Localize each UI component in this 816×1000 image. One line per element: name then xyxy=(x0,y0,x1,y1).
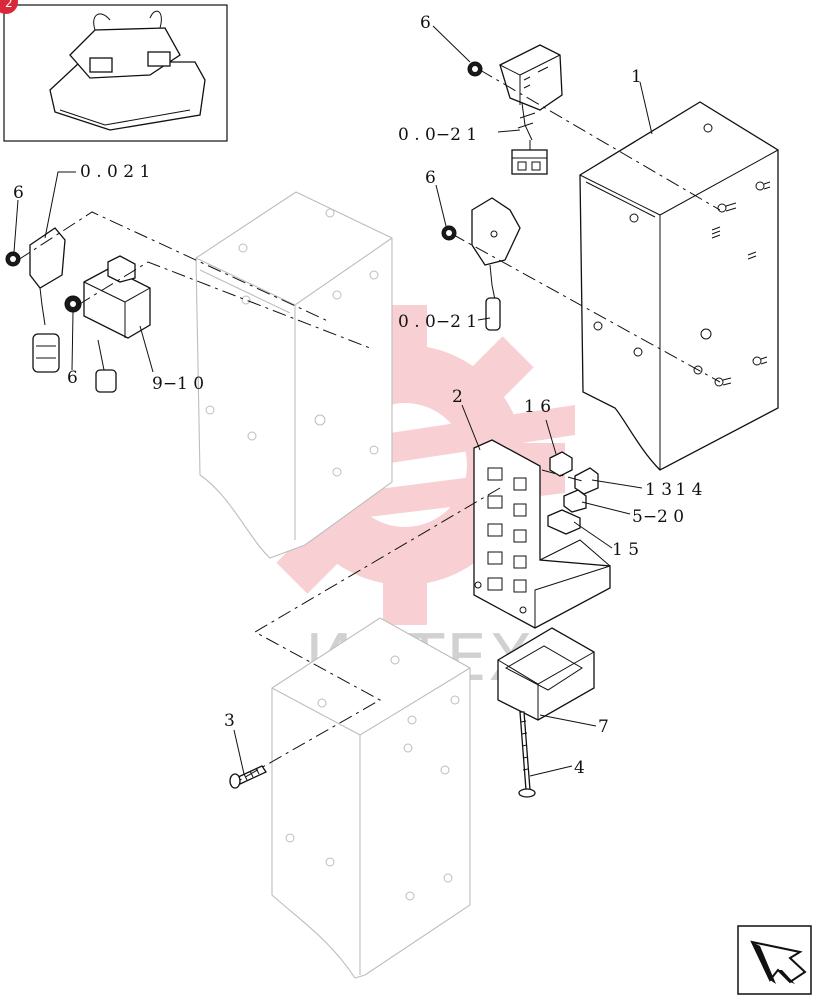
nut-part-6-left xyxy=(5,251,21,267)
relay-part-5-20 xyxy=(563,489,587,513)
callout-part-15: 1 5 xyxy=(612,540,639,560)
screw-part-3 xyxy=(229,765,267,789)
nut-part-6-mid xyxy=(441,225,457,241)
assembly-lines xyxy=(17,69,721,781)
leader-lines xyxy=(13,25,653,777)
page-badge: 2 xyxy=(0,0,18,14)
callout-ref-mid: 0 . 0−2 1 xyxy=(398,312,477,332)
callout-part-9-10: 9−1 0 xyxy=(152,374,204,394)
callout-part-6-left: 6 xyxy=(13,183,24,203)
callout-part-6-left-low: 6 xyxy=(67,368,78,388)
callout-part-5-20: 5−2 0 xyxy=(632,507,684,527)
ghost-housing-lower xyxy=(271,617,471,979)
nut-part-6-left-low xyxy=(64,295,82,313)
callout-part-4: 4 xyxy=(574,758,585,778)
relay-part-16 xyxy=(549,451,573,477)
callout-part-6-mid: 6 xyxy=(425,168,436,188)
callout-part-1: 1 xyxy=(631,67,642,87)
ghost-housing-upper xyxy=(195,191,393,559)
clamp-part-7 xyxy=(497,627,595,721)
callout-ref-top: 0 . 0−2 1 xyxy=(398,125,477,145)
callout-part-16: 1 6 xyxy=(524,397,551,417)
relay-part-15 xyxy=(547,509,581,535)
callout-labels: 0 . 0−2 1 0 . 0−2 1 0 . 0 2 1 1 2 3 4 6 … xyxy=(13,13,702,778)
inset-overview xyxy=(3,4,228,142)
relay-part-13-14 xyxy=(574,467,599,495)
relay-module-top xyxy=(499,44,563,175)
svg-text:2: 2 xyxy=(5,0,13,10)
bolt-part-4 xyxy=(518,711,536,798)
callout-part-13-14: 1 3 1 4 xyxy=(645,480,702,500)
callout-part-3: 3 xyxy=(224,711,235,731)
relay-module-mid xyxy=(471,197,521,331)
callout-part-7: 7 xyxy=(598,717,609,737)
bracket-part-2 xyxy=(473,439,611,629)
nut-part-6-top xyxy=(467,61,483,77)
relay-part-9-10 xyxy=(83,255,151,393)
housing-part-1 xyxy=(579,101,779,471)
callout-ref-left: 0 . 0 2 1 xyxy=(80,162,150,182)
relay-module-left xyxy=(29,227,66,373)
callout-part-2: 2 xyxy=(452,387,463,407)
callout-part-6-top: 6 xyxy=(420,13,431,33)
arrow-next-page-icon[interactable] xyxy=(737,925,812,995)
